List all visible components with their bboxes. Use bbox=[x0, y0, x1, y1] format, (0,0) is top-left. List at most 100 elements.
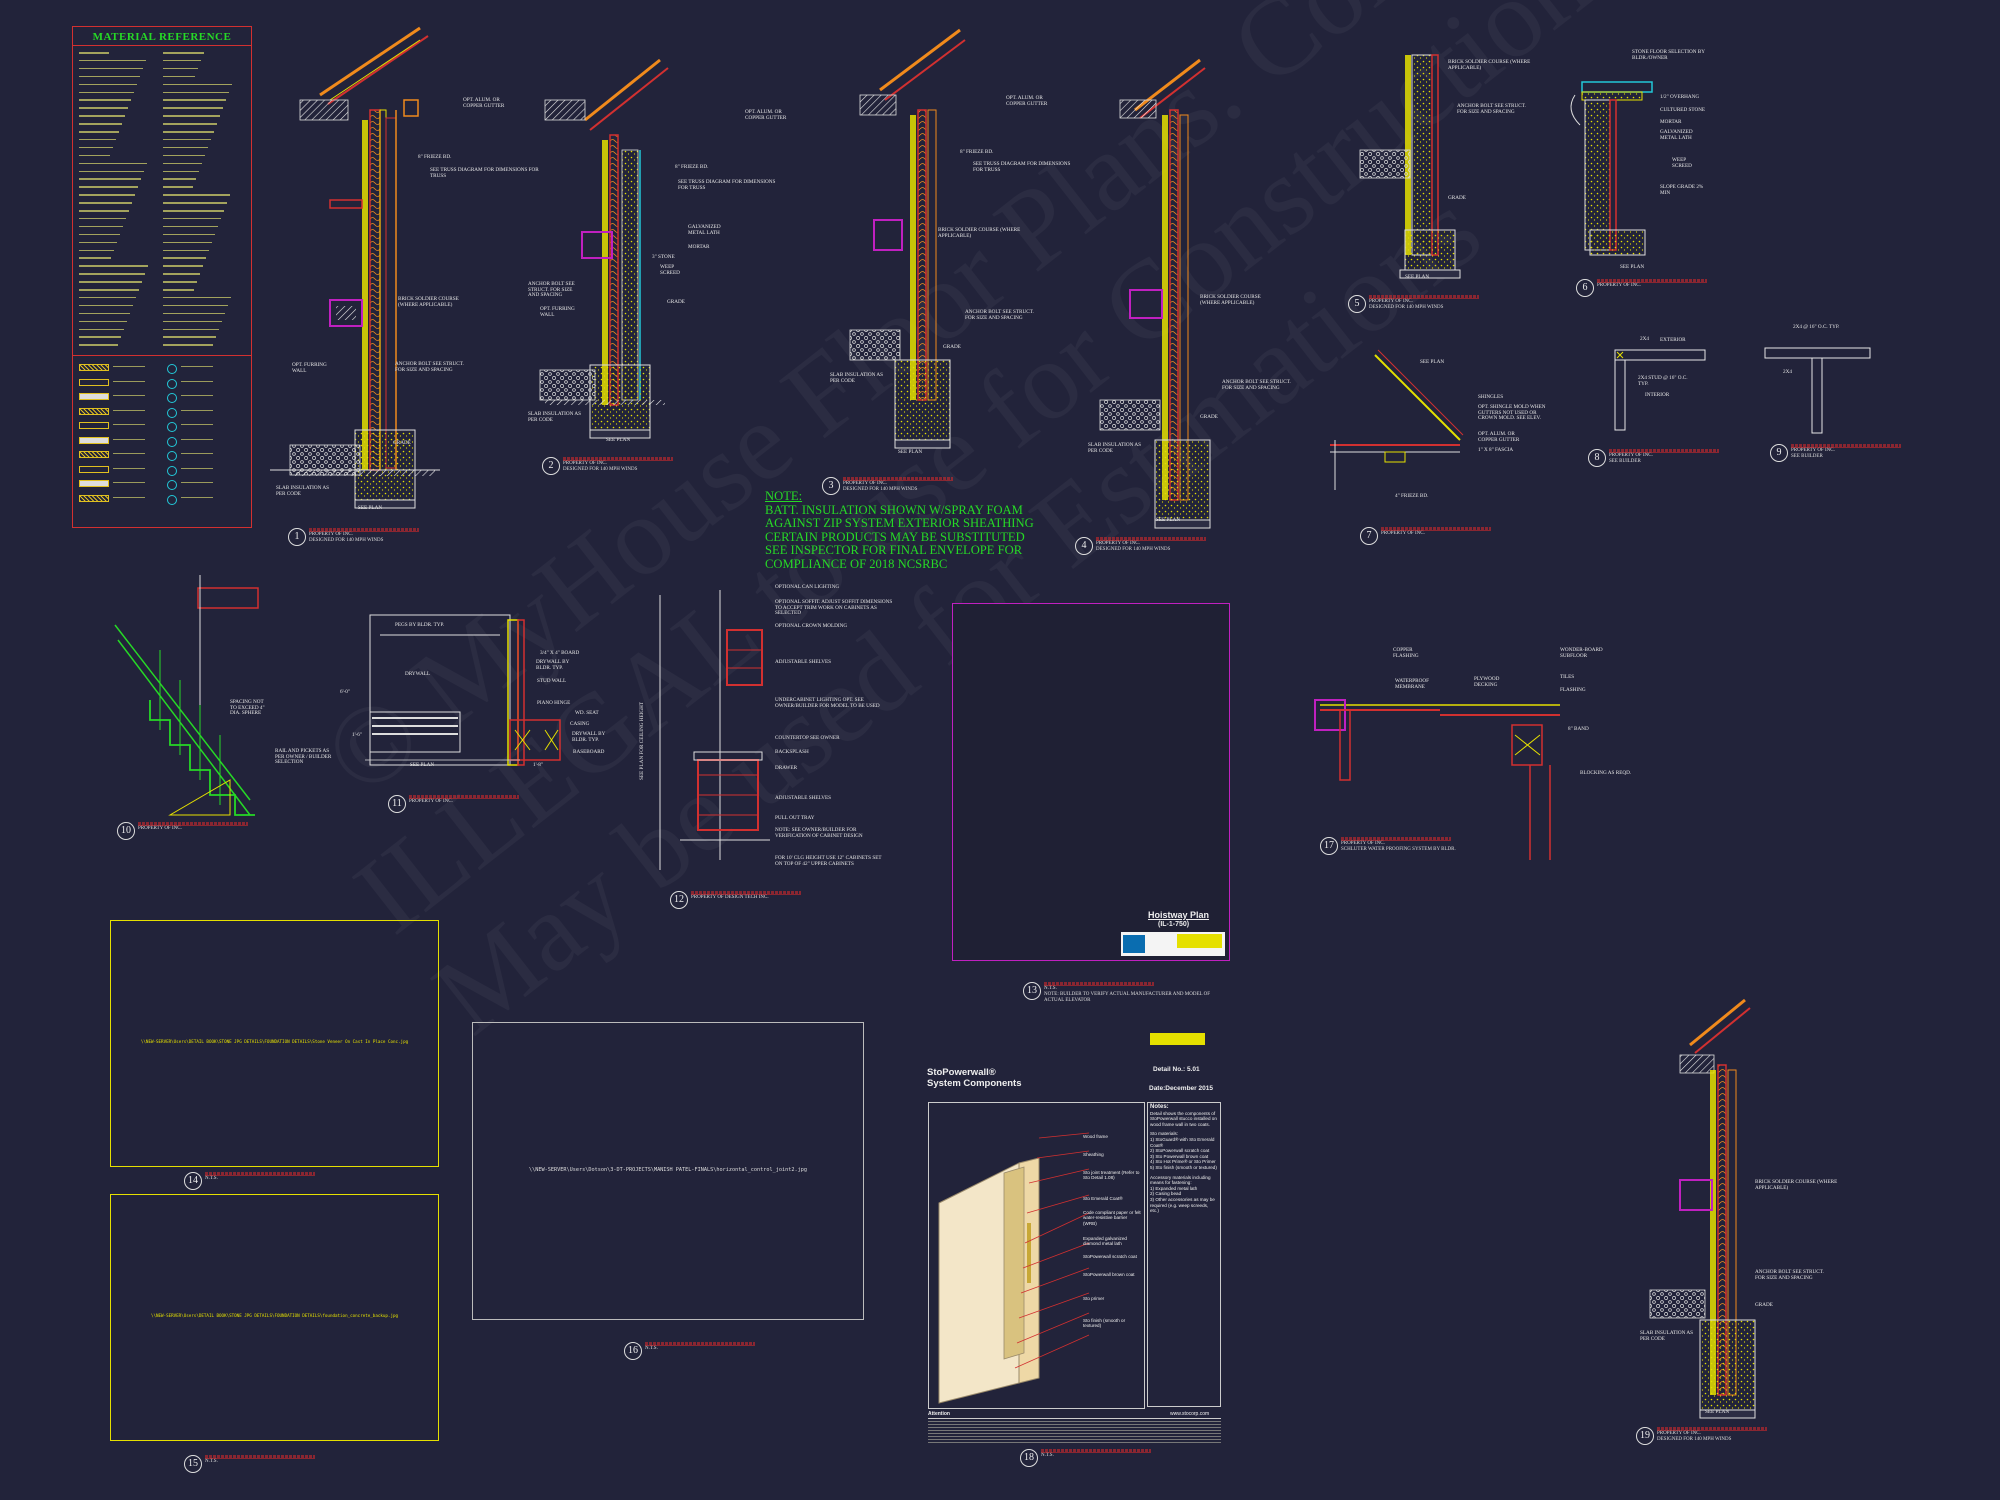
label-pegs: PEGS BY BLDR. TYP. bbox=[395, 622, 445, 628]
detail-number-bubble: 9 bbox=[1770, 444, 1788, 462]
note-line: CERTAIN PRODUCTS MAY BE SUBSTITUTED bbox=[765, 529, 1025, 544]
material-entry bbox=[79, 265, 148, 267]
detail-subtitle: PROPERTY OF INC. bbox=[138, 826, 182, 831]
detail-number-bubble: 19 bbox=[1636, 1427, 1654, 1445]
legend-swatch bbox=[79, 378, 109, 386]
detail-subtitle: NOTE: BUILDER TO VERIFY ACTUAL MANUFACTU… bbox=[1044, 992, 1211, 1003]
material-entry bbox=[79, 138, 116, 141]
material-entry bbox=[163, 304, 228, 307]
yellow-tag bbox=[1150, 1033, 1205, 1045]
material-entry bbox=[79, 210, 129, 212]
label-soffit: OPTIONAL SOFFIT. ADJUST SOFFIT DIMENSION… bbox=[775, 599, 893, 617]
legend-line bbox=[113, 496, 145, 498]
detail-number-bubble: 8 bbox=[1588, 449, 1606, 467]
detail-caption-text: PROPERTY OF INC.DESIGNED FOR 140 MPH WIN… bbox=[843, 477, 953, 493]
label-gutter: OPT. ALUM. OR COPPER GUTTER bbox=[463, 97, 505, 109]
material-entry bbox=[79, 328, 124, 331]
missing-image-path: \\NEW-SERVER\Users\Dotson\3-DT-PROJECTS\… bbox=[529, 1167, 807, 1173]
material-entry bbox=[79, 154, 110, 157]
detail-9-tee bbox=[1764, 347, 1871, 434]
label-drawer: DRAWER bbox=[775, 765, 798, 771]
detail-2-wall-section bbox=[539, 58, 669, 439]
label-grade: GRADE bbox=[1755, 1302, 1773, 1308]
label-see-plan: SEE PLAN bbox=[1156, 517, 1181, 523]
label-rail: RAIL AND PICKETS AS PER OWNER / BUILDER … bbox=[275, 748, 332, 766]
label-board: 3/4" X 4" BOARD bbox=[540, 650, 580, 656]
detail-title-underline bbox=[1381, 527, 1491, 531]
legend-line bbox=[113, 453, 145, 455]
detail-caption-text: PROPERTY OF INC. bbox=[1381, 527, 1491, 537]
legend-line bbox=[113, 467, 145, 469]
label-spacing: SPACING NOT TO EXCEED 4" DIA. SPHERE bbox=[230, 699, 265, 717]
label-slab: SLAB INSULATION AS PER CODE bbox=[1088, 442, 1142, 454]
detail-title-underline bbox=[205, 1455, 315, 1459]
detail-title-underline bbox=[1041, 1449, 1151, 1453]
material-entry bbox=[163, 265, 203, 267]
label-truss: SEE TRUSS DIAGRAM FOR DIMENSIONS FOR TRU… bbox=[678, 179, 776, 191]
detail-title-underline bbox=[645, 1342, 755, 1346]
detail-number-bubble: 12 bbox=[670, 891, 688, 909]
detail-10-stair bbox=[114, 575, 259, 816]
hoistway-title-block bbox=[1121, 932, 1225, 956]
material-entry bbox=[163, 344, 213, 346]
material-entry bbox=[79, 225, 123, 228]
material-entry bbox=[163, 273, 200, 275]
legend-line bbox=[181, 366, 213, 368]
label-undercab: UNDERCABINET LIGHTING OPT. SEE OWNER/BUI… bbox=[775, 697, 880, 709]
label-galv-lath: GALVANIZED METAL LATH bbox=[1660, 129, 1693, 141]
sto-notes-heading: Notes: bbox=[1150, 1104, 1169, 1110]
legend-swatch bbox=[167, 465, 177, 476]
legend-line bbox=[181, 409, 213, 411]
label-cultured: CULTURED STONE bbox=[1660, 107, 1706, 113]
label-baseboard: BASEBOARD bbox=[573, 749, 605, 755]
label-see-plan: SEE PLAN bbox=[898, 449, 923, 455]
material-entry bbox=[163, 296, 231, 299]
sto-callout-label: Sheathing bbox=[1083, 1152, 1104, 1157]
sto-callout-label: Sto Emerald Coat® bbox=[1083, 1196, 1123, 1201]
legend-swatch bbox=[167, 451, 177, 461]
label-soldier: BRICK SOLDIER COURSE (WHERE APPLICABLE) bbox=[1200, 294, 1261, 306]
label-see-plan: SEE PLAN bbox=[1620, 264, 1645, 270]
label-stud16: 2x4 STUD @ 16" O.C. TYP. bbox=[1638, 375, 1688, 387]
material-entry bbox=[163, 75, 195, 78]
material-entry bbox=[163, 123, 217, 125]
label-casing: CASING bbox=[570, 721, 590, 727]
label-see-plan: SEE PLAN bbox=[606, 437, 631, 443]
material-entry bbox=[79, 123, 122, 125]
material-legend bbox=[73, 358, 251, 508]
material-entry bbox=[163, 241, 212, 244]
label-membrane: WATERPROOF MEMBRANE bbox=[1395, 678, 1430, 690]
label-stud16b: 2x4 @ 16" O.C. TYP. bbox=[1793, 324, 1840, 330]
missing-image-path: \\NEW-SERVER\Users\DETAIL BOOK\STONE JPG… bbox=[150, 1313, 399, 1318]
label-gutter: OPT. ALUM. OR COPPER GUTTER bbox=[745, 109, 787, 121]
material-entry bbox=[79, 336, 121, 338]
legend-swatch bbox=[167, 480, 177, 490]
sto-attention: Attention bbox=[928, 1411, 950, 1417]
legend-line bbox=[113, 366, 145, 368]
label-truss: SEE TRUSS DIAGRAM FOR DIMENSIONS FOR TRU… bbox=[430, 167, 539, 179]
legend-swatch bbox=[167, 364, 177, 374]
legend-swatch bbox=[79, 480, 109, 487]
sto-date: Date:December 2015 bbox=[1149, 1085, 1213, 1092]
material-entry bbox=[163, 289, 194, 291]
legend-swatch bbox=[167, 422, 177, 432]
label-frieze: 8" FRIEZE BD. bbox=[418, 154, 452, 160]
legend-swatch bbox=[79, 393, 109, 400]
label-mortar: MORTAR bbox=[1660, 119, 1682, 125]
label-see-plan: SEE PLAN bbox=[1705, 1409, 1730, 1415]
note-line: BATT. INSULATION SHOWN W/SPRAY FOAM bbox=[765, 502, 1023, 517]
detail-title-underline bbox=[1609, 449, 1719, 453]
material-entry bbox=[79, 75, 140, 78]
sto-materials-heading: Sto materials: bbox=[1150, 1131, 1179, 1137]
material-entry bbox=[163, 312, 225, 315]
legend-line bbox=[113, 409, 145, 411]
label-slope: SLOPE GRADE 2% MIN bbox=[1660, 184, 1704, 196]
detail-title-underline bbox=[1044, 982, 1154, 986]
detail-subtitle: N.T.S. bbox=[205, 1176, 218, 1181]
material-entry bbox=[163, 131, 214, 133]
material-entry bbox=[163, 217, 221, 220]
detail-19-wall-section bbox=[1649, 998, 1756, 1419]
label-frieze: 8" FRIEZE BD. bbox=[960, 149, 994, 155]
